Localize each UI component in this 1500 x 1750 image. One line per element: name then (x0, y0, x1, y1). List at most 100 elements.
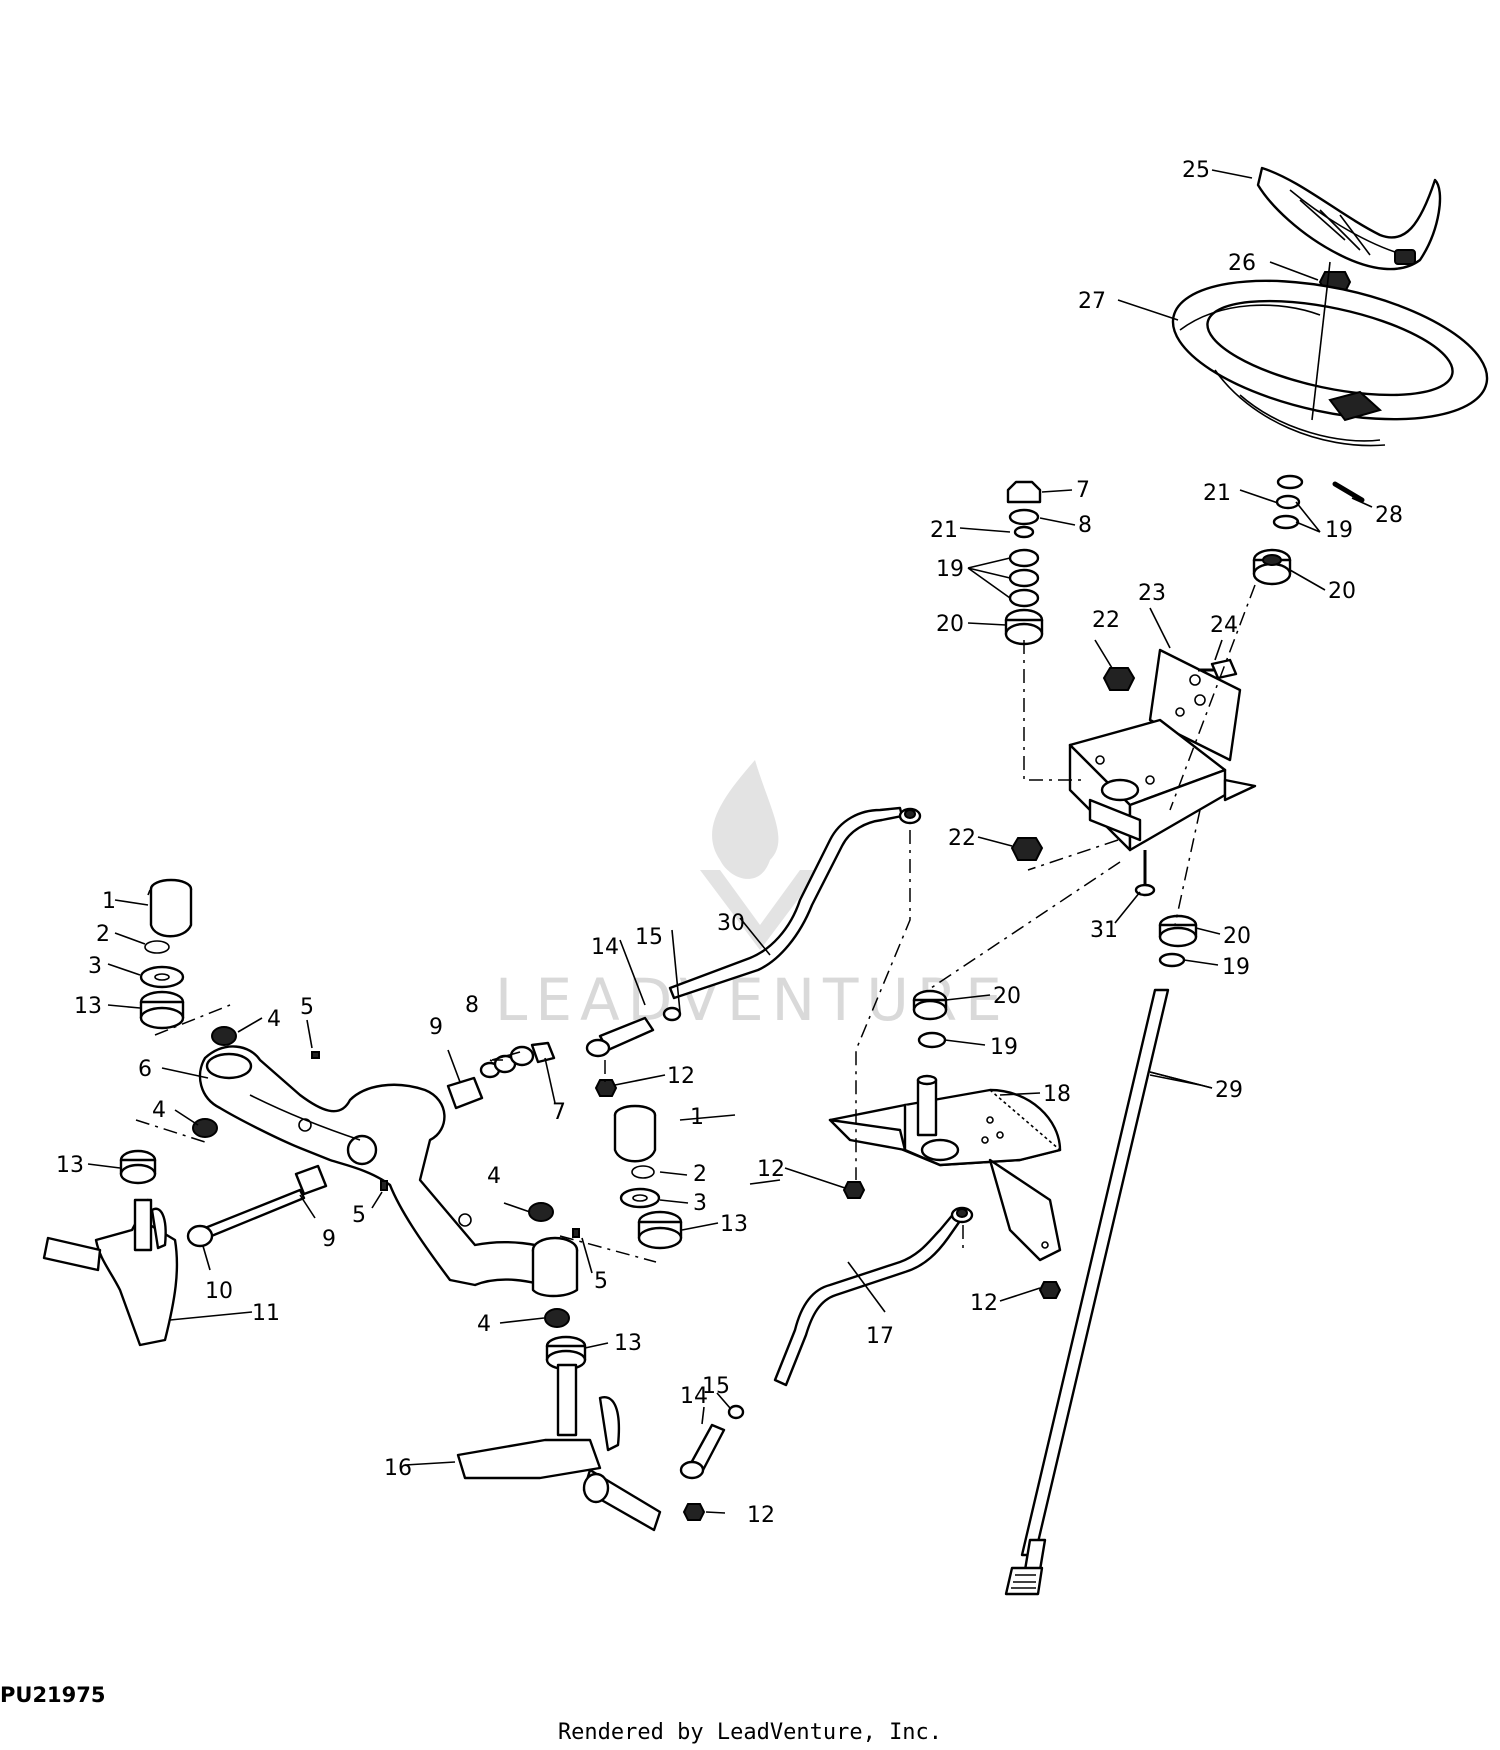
callout-labels: 25 26 27 21 28 19 20 7 8 21 19 20 22 23 … (56, 158, 1403, 1528)
steering-support-bracket (1068, 648, 1257, 852)
callout-4-right-lower: 4 (477, 1312, 491, 1337)
snap-ring-right (631, 1165, 655, 1179)
callout-8-support: 8 (1078, 513, 1092, 538)
callout-19-shaft: 19 (1222, 955, 1250, 980)
callout-9-upper: 9 (429, 1015, 443, 1040)
lock-nut-tie-rod-upper (594, 1079, 618, 1097)
render-credit: Rendered by LeadVenture, Inc. (557, 1720, 943, 1745)
callout-7-axle: 7 (552, 1100, 566, 1125)
callout-25: 25 (1182, 158, 1210, 183)
axle-spacer-center (446, 1076, 484, 1110)
axle-pivot-bolt (186, 1188, 306, 1248)
callout-10: 10 (205, 1279, 233, 1304)
callout-16: 16 (384, 1456, 412, 1481)
bearing-right-lower (544, 1308, 570, 1328)
callout-2-right: 2 (693, 1162, 707, 1187)
cap-left (149, 878, 193, 938)
callout-15-upper: 15 (635, 925, 663, 950)
spring-pin-right (572, 1228, 580, 1238)
callout-4-right-upper: 4 (487, 1164, 501, 1189)
washer-left (139, 965, 185, 989)
bushing-right-upper (637, 1210, 683, 1250)
callout-8-axle: 8 (465, 993, 479, 1018)
tie-rod-end-lower (679, 1404, 745, 1480)
wheel-washer-stack (1252, 474, 1304, 586)
bushing-left-lower (119, 1149, 157, 1185)
callout-3-left: 3 (88, 954, 102, 979)
callout-7-support: 7 (1076, 478, 1090, 503)
callout-1-left: 1 (102, 889, 116, 914)
flange-nut-upper (1102, 667, 1136, 691)
callout-9-lower: 9 (322, 1227, 336, 1252)
callout-22-lower: 22 (948, 826, 976, 851)
spindle-right (456, 1363, 662, 1532)
callout-13-left-lower: 13 (56, 1153, 84, 1178)
callout-14-upper: 14 (591, 935, 619, 960)
watermark-flame-logo (712, 760, 779, 879)
bearing-left-upper (211, 1026, 237, 1046)
bearing-right-upper (528, 1202, 554, 1222)
callout-12-sector-left: 12 (757, 1157, 785, 1182)
spring-pin-left (311, 1051, 320, 1059)
callout-28: 28 (1375, 503, 1403, 528)
callout-30: 30 (717, 911, 745, 936)
steering-wheel-roll-pin (1332, 481, 1365, 503)
callout-2-left: 2 (96, 922, 110, 947)
tie-rod-end-upper (585, 1006, 682, 1058)
callout-3-right: 3 (693, 1191, 707, 1216)
sector-gear (828, 1074, 1062, 1262)
callout-29: 29 (1215, 1078, 1243, 1103)
lock-nut-tie-rod-lower (682, 1503, 706, 1521)
bearing-left-lower (192, 1118, 218, 1138)
callout-12-upper: 12 (667, 1064, 695, 1089)
spindle-left (42, 1198, 179, 1347)
leader-lines (87, 169, 1373, 1514)
figure-id-label: PU21975 (0, 1683, 106, 1707)
snap-ring-left (144, 940, 170, 954)
callout-4-left-upper: 4 (267, 1007, 281, 1032)
steering-wheel-cap (1256, 166, 1442, 271)
callout-21-wheel: 21 (1203, 481, 1231, 506)
callout-13-left-upper: 13 (74, 994, 102, 1019)
callout-5-center: 5 (352, 1203, 366, 1228)
callout-4-left-lower: 4 (152, 1098, 166, 1123)
watermark-chevron-logo (700, 870, 820, 950)
support-fastener-stack (1004, 480, 1044, 646)
callout-13-right-upper: 13 (720, 1212, 748, 1237)
callout-24: 24 (1210, 613, 1238, 638)
cap-right (613, 1104, 657, 1163)
callout-20-support: 20 (936, 612, 964, 637)
callout-23: 23 (1138, 581, 1166, 606)
sector-washer-bushing (912, 989, 948, 1049)
callout-1-right: 1 (690, 1105, 704, 1130)
callout-20-sector: 20 (993, 984, 1021, 1009)
callout-6: 6 (138, 1057, 152, 1082)
assembly-lines (135, 584, 1256, 1263)
spring-pin-center (380, 1180, 388, 1191)
bushing-right-lower (545, 1335, 587, 1371)
steering-wheel (1171, 261, 1489, 447)
callout-12-sector-right: 12 (970, 1291, 998, 1316)
callout-11: 11 (252, 1301, 280, 1326)
callout-20-shaft: 20 (1223, 924, 1251, 949)
callout-22-upper: 22 (1092, 608, 1120, 633)
lock-nut-sector-left (842, 1181, 866, 1199)
callout-13-right-lower: 13 (614, 1331, 642, 1356)
drag-link-lower (773, 1206, 974, 1387)
callout-19-support: 19 (936, 557, 964, 582)
callout-19-wheel: 19 (1325, 518, 1353, 543)
front-axle (198, 1045, 579, 1298)
axle-spacer-left (294, 1164, 328, 1196)
callout-12-lower: 12 (747, 1503, 775, 1528)
callout-18: 18 (1043, 1082, 1071, 1107)
callout-14-lower: 14 (680, 1384, 708, 1409)
callout-5-left: 5 (300, 995, 314, 1020)
callout-17: 17 (866, 1324, 894, 1349)
bushing-left-upper (139, 990, 185, 1030)
callout-20-wheel: 20 (1328, 579, 1356, 604)
lock-nut-sector-right (1038, 1281, 1062, 1299)
axle-washer-group (479, 1041, 556, 1079)
callout-5-right: 5 (594, 1269, 608, 1294)
callout-19-sector: 19 (990, 1035, 1018, 1060)
